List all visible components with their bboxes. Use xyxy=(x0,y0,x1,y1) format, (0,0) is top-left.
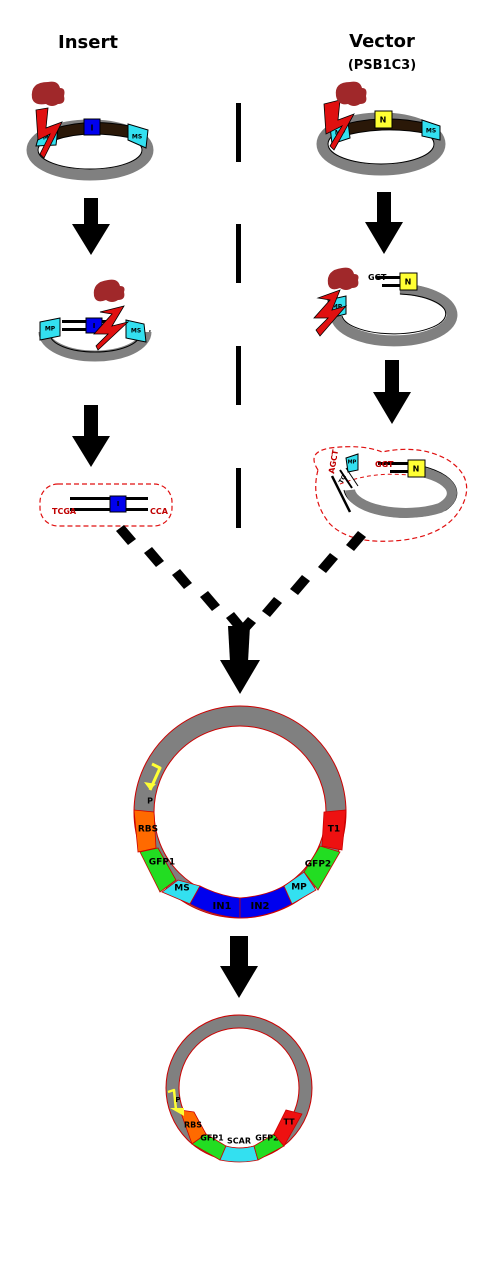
rbs-segment: RBS xyxy=(133,809,158,853)
svg-text:I: I xyxy=(91,124,94,133)
merge-dashed-lines xyxy=(116,525,366,634)
final-plasmid: RBS GFP1 SCAR GFP2 TT P xyxy=(165,1014,313,1163)
vector-part-block: N xyxy=(399,272,418,291)
vector-cut-left-overhang: AGCT xyxy=(327,449,340,475)
svg-text:MS: MS xyxy=(426,128,436,135)
svg-text:GFP2: GFP2 xyxy=(305,860,331,870)
mp-segment: MP xyxy=(283,871,317,905)
arrow-down-icon xyxy=(72,405,110,467)
svg-text:MP: MP xyxy=(332,304,343,311)
arrow-down-icon xyxy=(220,936,258,998)
insert-part-block: I xyxy=(83,118,101,136)
insert-header: Insert xyxy=(58,32,118,53)
ms-site: MS xyxy=(127,123,149,149)
svg-text:N: N xyxy=(413,465,420,474)
insert-left-overhang: TCGA xyxy=(52,507,77,516)
enzyme-cut-zigzag xyxy=(323,99,355,151)
enzyme-cut-zigzag xyxy=(35,107,63,159)
center-divider xyxy=(236,103,241,528)
ligated-plasmid: RBS GFP1 MS IN1 IN2 MP GFP2 T1 xyxy=(133,705,347,919)
svg-text:N: N xyxy=(380,116,387,125)
arrow-down-icon xyxy=(373,360,411,424)
svg-text:GFP2: GFP2 xyxy=(255,1134,278,1143)
vector-fragment: N GGT MP TG AGCT xyxy=(313,446,468,542)
ms-site: MS xyxy=(125,319,147,343)
svg-text:P: P xyxy=(175,1096,180,1104)
ms-site: MS xyxy=(421,119,441,141)
svg-text:GFP1: GFP1 xyxy=(200,1134,224,1143)
tg-label: TG xyxy=(338,474,349,485)
promoter-arrow-icon: P xyxy=(144,762,162,806)
vector-cut-top-seq: GGT xyxy=(368,273,387,282)
svg-text:I: I xyxy=(93,322,96,330)
gfp2-segment: GFP2 xyxy=(303,845,341,891)
vector-cut-top-overhang: GGT xyxy=(375,460,394,469)
svg-text:MS: MS xyxy=(132,134,142,141)
arrow-down-icon xyxy=(72,198,110,255)
vector-part-block: N xyxy=(407,459,426,478)
insert-fragment: I TCGA CCA xyxy=(39,483,173,527)
svg-text:MS: MS xyxy=(131,328,141,335)
vector-part-block: N xyxy=(374,110,393,129)
mp-site: MP xyxy=(39,317,61,341)
svg-text:SCAR: SCAR xyxy=(227,1137,251,1146)
enzyme-icon xyxy=(93,279,125,302)
svg-text:RBS: RBS xyxy=(138,825,158,835)
promoter-arrow-icon: P xyxy=(167,1088,184,1116)
insert-right-overhang: CCA xyxy=(150,507,169,516)
mp-site: MP xyxy=(345,453,359,473)
enzyme-icon xyxy=(327,267,359,290)
svg-text:MP: MP xyxy=(291,883,307,893)
svg-text:P: P xyxy=(147,797,153,806)
vector-subheader: (PSB1C3) xyxy=(348,58,416,73)
vector-plasmid: N MS MP xyxy=(316,81,446,176)
vector-plasmid-cut: N GGT MP xyxy=(313,267,458,347)
terminator-segment: TT xyxy=(273,1109,303,1147)
svg-text:IN1: IN1 xyxy=(212,901,231,912)
svg-text:RBS: RBS xyxy=(184,1121,202,1130)
insert-plasmid: I MS MP xyxy=(26,81,154,181)
arrow-down-icon xyxy=(365,192,403,254)
svg-text:T1: T1 xyxy=(328,825,340,835)
arrow-down-icon xyxy=(220,626,260,694)
terminator-segment: T1 xyxy=(321,809,347,851)
svg-text:MS: MS xyxy=(174,884,189,894)
svg-text:GFP1: GFP1 xyxy=(149,858,175,868)
svg-text:MP: MP xyxy=(348,460,357,466)
enzyme-icon xyxy=(335,81,367,106)
insert-plasmid-cut: MP I MS xyxy=(38,279,152,362)
enzyme-cut-zigzag xyxy=(93,305,130,351)
svg-text:N: N xyxy=(405,278,412,287)
insert-part-block: I xyxy=(109,495,127,513)
gfp1-segment: GFP1 xyxy=(139,847,177,893)
svg-text:IN2: IN2 xyxy=(250,901,269,912)
svg-text:MP: MP xyxy=(45,326,56,333)
svg-text:TT: TT xyxy=(283,1118,295,1127)
svg-text:I: I xyxy=(117,500,120,508)
enzyme-cut-zigzag xyxy=(313,289,348,337)
vector-header: Vector xyxy=(349,31,415,52)
enzyme-icon xyxy=(31,81,65,106)
